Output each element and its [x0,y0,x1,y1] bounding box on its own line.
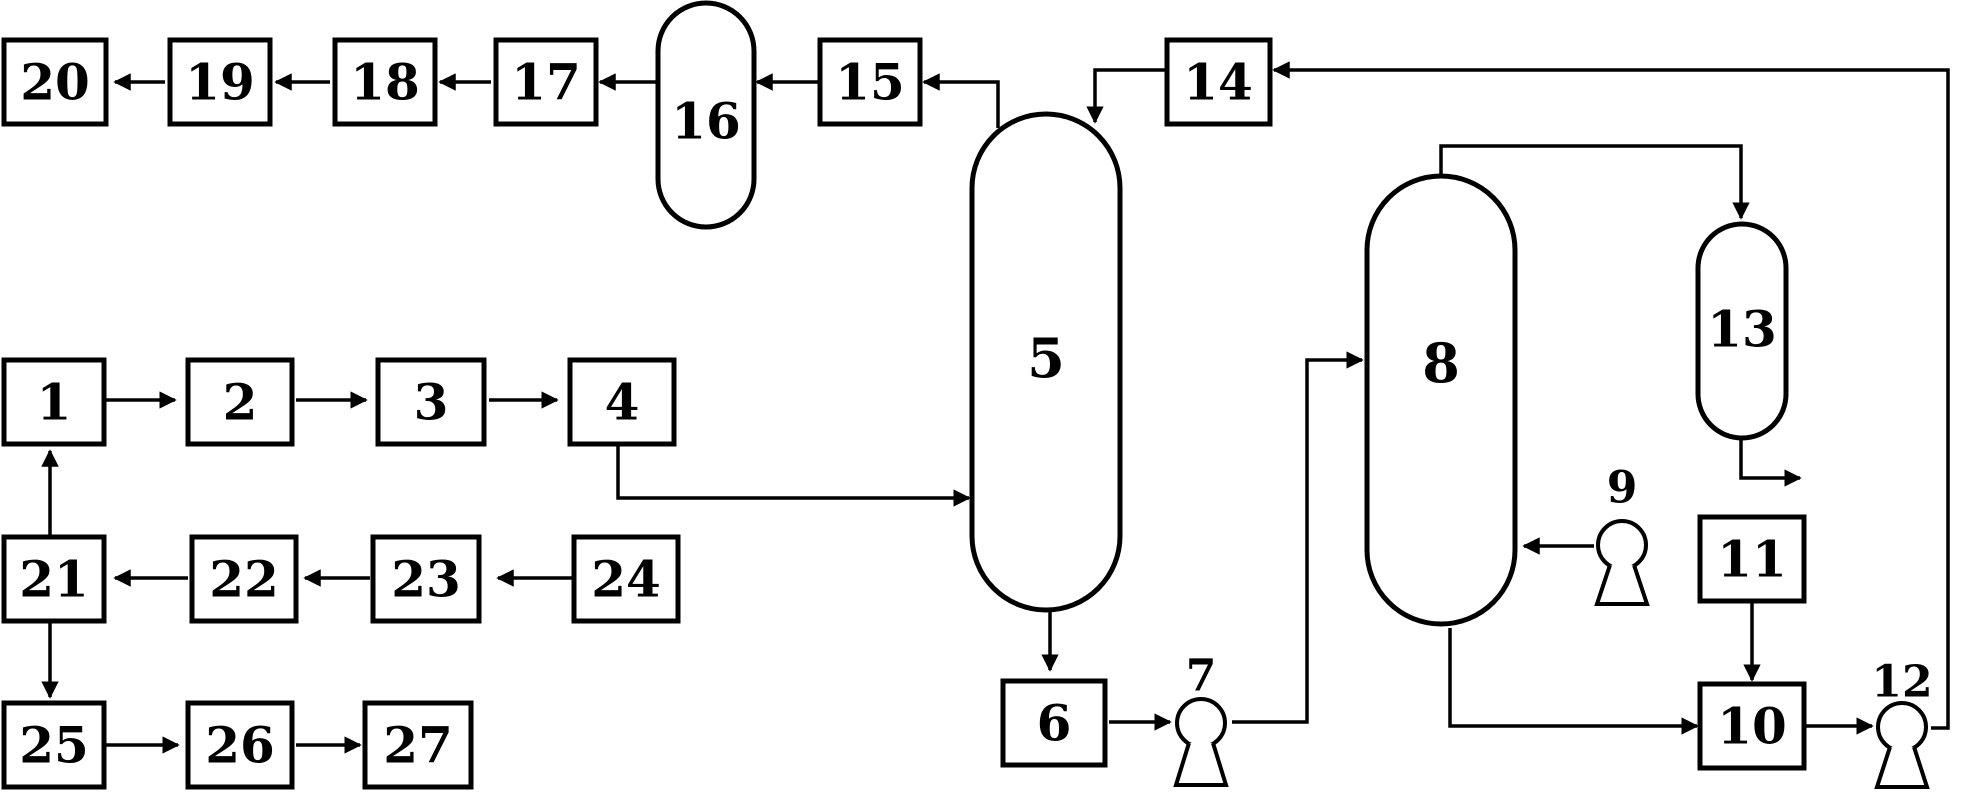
pump-7-label: 7 [1186,651,1217,702]
vessel-16: 16 [655,0,757,230]
unit-25-label: 25 [19,716,89,775]
pumps: 7 9 12 [1173,463,1933,789]
vessel-8: 8 [1364,173,1518,627]
unit-15-label: 15 [835,53,905,112]
unit-20: 20 [1,37,109,127]
pipe-8-to-13 [1439,144,1750,220]
unit-23: 23 [370,534,482,624]
unit-2: 2 [185,357,295,447]
unit-4-label: 4 [605,373,640,432]
vessels: 16 5 8 13 [655,0,1789,627]
pipe-4-to-5 [616,440,971,507]
unit-21-label: 21 [19,550,89,609]
unit-3-label: 3 [414,373,449,432]
unit-26: 26 [185,700,295,790]
unit-14: 14 [1164,37,1273,127]
pipe-13-outlet [1739,437,1802,487]
vessel-5: 5 [969,111,1123,613]
unit-19: 19 [167,37,273,127]
unit-24-label: 24 [591,550,661,609]
unit-11-label: 11 [1717,530,1787,589]
pipe-5-to-15 [922,73,1000,128]
unit-14-label: 14 [1183,53,1253,112]
unit-2-label: 2 [223,373,258,432]
unit-22-label: 22 [209,550,279,609]
unit-24: 24 [571,534,681,624]
pump-12: 12 [1871,657,1933,789]
unit-6: 6 [1000,678,1108,768]
unit-25: 25 [1,700,107,790]
unit-21: 21 [1,534,107,624]
unit-1: 1 [1,357,107,447]
unit-20-label: 20 [20,53,90,112]
unit-boxes: 20 19 18 17 15 14 1 2 [1,37,1807,790]
unit-26-label: 26 [205,716,275,775]
unit-27: 27 [362,700,474,790]
vessel-5-label: 5 [1027,326,1065,390]
unit-18-label: 18 [350,53,420,112]
pump-7: 7 [1173,651,1229,787]
unit-22: 22 [189,534,299,624]
unit-15: 15 [817,37,923,127]
vessel-13: 13 [1695,221,1789,441]
unit-6-label: 6 [1037,694,1072,753]
unit-3: 3 [375,357,487,447]
unit-11: 11 [1697,514,1807,604]
unit-23-label: 23 [391,550,461,609]
vessel-16-label: 16 [671,92,741,151]
pump-9: 9 [1594,463,1650,606]
pump-12-label: 12 [1871,657,1932,708]
unit-4: 4 [567,357,677,447]
vessel-13-label: 13 [1707,300,1777,359]
unit-10: 10 [1697,681,1807,771]
pipe-14-to-5 [1086,68,1165,124]
pipe-7-to-8 [1232,351,1364,724]
unit-19-label: 19 [185,53,255,112]
unit-17-label: 17 [511,53,581,112]
connections [41,61,1950,754]
unit-17: 17 [493,37,599,127]
pipe-8-to-10 [1448,628,1699,735]
vessel-8-label: 8 [1422,331,1460,395]
unit-10-label: 10 [1717,697,1787,756]
pipe-12-to-14 [1272,61,1950,730]
unit-18: 18 [332,37,438,127]
pump-9-label: 9 [1607,463,1638,514]
unit-27-label: 27 [383,716,453,775]
unit-1-label: 1 [37,373,72,432]
